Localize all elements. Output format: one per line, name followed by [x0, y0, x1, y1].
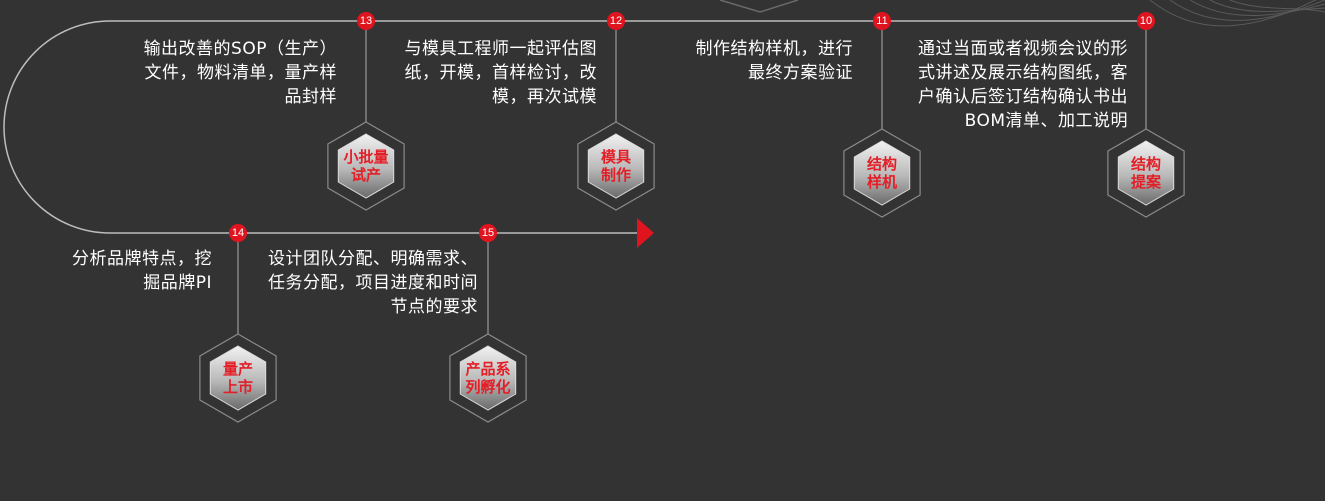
- flow-arrow: [637, 218, 654, 248]
- step-hex-11: [853, 140, 911, 206]
- step-number-badge: 15: [479, 224, 497, 242]
- step-hex-outline-12: [577, 121, 655, 211]
- step-title: 小批量 试产: [343, 148, 389, 184]
- step-description: 输出改善的SOP（生产） 文件，物料清单，量产样 品封样: [143, 39, 337, 107]
- step-description: 设计团队分配、明确需求、 任务分配，项目进度和时间 节点的要求: [268, 249, 478, 317]
- step-hex-outline-14: [199, 333, 277, 423]
- step-hex-outline-13: [327, 121, 405, 211]
- step-title: 结构 提案: [1130, 155, 1162, 191]
- step-number-badge: 13: [357, 12, 375, 30]
- step-number-badge: 11: [873, 12, 891, 30]
- step-title: 模具 制作: [600, 148, 632, 184]
- step-description: 分析品牌特点，挖 掘品牌PI: [72, 249, 212, 293]
- return-curve: [3, 20, 238, 234]
- step-number-badge: 10: [1137, 12, 1155, 30]
- step-hex-12: [587, 133, 645, 199]
- step-hex-14: [209, 345, 267, 411]
- step-title: 结构 样机: [866, 155, 898, 191]
- step-hex-outline-10: [1107, 128, 1185, 218]
- step-hex-outline-15: [449, 333, 527, 423]
- step-description: 与模具工程师一起评估图 纸，开模，首样检讨，改 模，再次试模: [404, 39, 597, 107]
- step-hex-13: [337, 133, 395, 199]
- step-number-badge: 14: [229, 224, 247, 242]
- step-description: 制作结构样机，进行 最终方案验证: [695, 39, 853, 83]
- step-number-badge: 12: [607, 12, 625, 30]
- step-title: 产品系 列孵化: [465, 360, 511, 396]
- step-hex-outline-11: [843, 128, 921, 218]
- decorative-arcs: [1149, 0, 1325, 27]
- step-title: 量产 上市: [222, 360, 254, 396]
- step-description: 通过当面或者视频会议的形 式讲述及展示结构图纸，客 户确认后签订结构确认书出 B…: [918, 39, 1128, 131]
- step-hex-15: [459, 345, 517, 411]
- top-hex-remnant: [719, 0, 799, 13]
- step-hex-10: [1117, 140, 1175, 206]
